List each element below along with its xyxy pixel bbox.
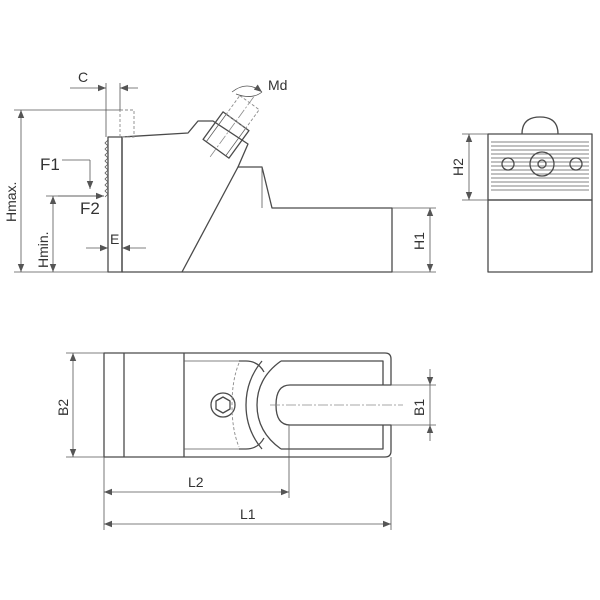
label-l2: L2 (188, 474, 204, 490)
side-body-outline (121, 120, 393, 273)
label-h1: H1 (411, 232, 427, 250)
label-c: C (78, 69, 88, 85)
label-b1: B1 (411, 399, 427, 416)
jaw-hidden-upper (119, 109, 135, 138)
label-f2: F2 (80, 199, 100, 218)
label-e: E (110, 231, 119, 247)
top-fork-outer-arc (256, 360, 282, 450)
top-screw-circle (210, 392, 236, 418)
top-fork-u (239, 360, 265, 373)
end-screw-center (537, 159, 547, 169)
end-right-hole (569, 157, 583, 171)
side-body-inner-edge (181, 166, 239, 273)
hex-socket-icon (215, 396, 231, 414)
end-screw-head (521, 116, 559, 135)
top-hidden-slot (231, 362, 240, 448)
end-screw-socket (529, 151, 555, 177)
end-left-hole (501, 157, 515, 171)
clamp-screw (202, 94, 260, 159)
top-fork-inner-arc (245, 360, 263, 450)
label-l1: L1 (240, 506, 256, 522)
torque-arc (231, 84, 263, 93)
label-hmax: Hmax. (3, 182, 19, 222)
label-b2: B2 (55, 399, 71, 416)
side-view: Md C F1 F2 E Hmax. Hmin. (3, 69, 436, 273)
end-base-block (487, 199, 593, 273)
jaw-serration (104, 139, 109, 198)
end-view: H2 (450, 116, 593, 273)
jaw-plate (107, 136, 123, 273)
label-h2: H2 (450, 158, 466, 176)
end-jaw-grooves (491, 141, 589, 191)
label-md: Md (268, 77, 287, 93)
top-view: B2 B1 L2 L1 (55, 352, 436, 530)
label-f1: F1 (40, 155, 60, 174)
label-hmin: Hmin. (35, 231, 51, 268)
